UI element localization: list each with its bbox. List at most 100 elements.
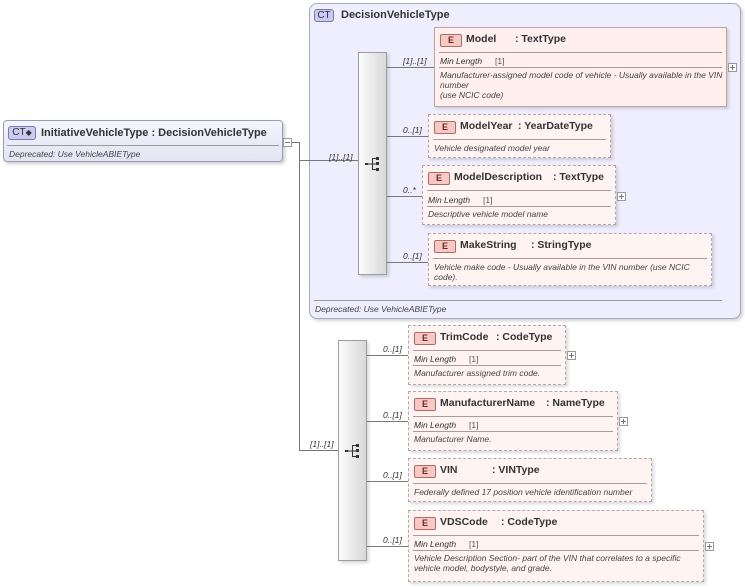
base-sequence-compositor[interactable] [358,52,387,275]
facet-label: Min Length [440,56,483,66]
element-divider [439,52,722,53]
expand-toggle[interactable] [617,192,626,201]
base-type-title: DecisionVehicleType [341,9,450,21]
element-type: : YearDateType [518,120,593,132]
extension-sequence-cardinality: [1]..[1] [310,439,334,449]
element-documentation: Vehicle designated model year [434,143,550,153]
element-divider [413,365,561,366]
element-divider [413,535,699,536]
expand-toggle[interactable] [619,417,628,426]
element-icon: E [414,398,436,411]
element-type: : StringType [531,239,592,251]
facet-value: [1] [469,539,479,549]
element-icon: E [440,34,462,47]
expand-toggle[interactable] [567,351,576,360]
base-documentation: Deprecated: Use VehicleABIEType [315,304,447,314]
connector-line [387,136,428,137]
element-vdscode[interactable]: E VDSCode : CodeType Min Length [1] Vehi… [408,510,704,582]
root-documentation: Deprecated: Use VehicleABIEType [9,149,141,159]
element-divider [413,550,699,551]
connector-line [387,262,428,263]
root-divider [7,145,279,146]
element-icon: E [414,465,436,478]
element-modelyear[interactable]: E ModelYear : YearDateType Vehicle desig… [428,114,611,158]
element-documentation: Vehicle make code - Usually available in… [434,262,690,282]
element-documentation: Manufacturer assigned trim code. [414,368,541,378]
element-icon: E [428,172,450,185]
element-makestring[interactable]: E MakeString : StringType Vehicle make c… [428,233,712,286]
element-icon: E [414,332,436,345]
element-name: ModelDescription [454,171,543,183]
element-type: : NameType [546,397,605,409]
connector-line [367,481,408,482]
facet-value: [1] [469,420,479,430]
element-name: VIN [440,464,458,476]
connector-line [292,142,299,143]
element-documentation: Vehicle Description Section- part of the… [414,553,681,573]
expand-toggle[interactable] [728,63,737,72]
element-type: : VINType [492,464,540,476]
element-divider [413,483,647,484]
element-model[interactable]: E Model : TextType Min Length [1] Manufa… [434,27,727,107]
element-documentation: Federally defined 17 position vehicle id… [414,487,633,497]
element-name: ModelYear [460,120,513,132]
element-cardinality: 0..[1] [403,125,422,135]
element-documentation: Manufacturer Name. [414,434,492,444]
facet-label: Min Length [428,195,471,205]
element-icon: E [434,121,456,134]
element-icon: E [434,240,456,253]
complex-type-icon: CT [314,9,334,22]
base-doc-divider [314,300,722,301]
sequence-icon [365,157,379,171]
element-trimcode[interactable]: E TrimCode : CodeType Min Length [1] Man… [408,325,566,385]
complex-type-icon: CT◆ [8,126,36,140]
element-type: : TextType [553,171,604,183]
base-sequence-cardinality: [1]..[1] [329,152,353,162]
sequence-icon [345,444,359,458]
root-type-title: InitiativeVehicleType : DecisionVehicleT… [41,127,267,139]
element-divider [433,258,707,259]
element-divider [433,139,606,140]
element-name: ManufacturerName [440,397,536,409]
element-type: : CodeType [501,516,558,528]
facet-label: Min Length [414,420,457,430]
element-vin[interactable]: E VIN : VINType Federally defined 17 pos… [408,458,652,502]
collapse-root-toggle[interactable] [283,138,292,147]
facet-value: [1] [495,56,505,66]
connector-line [367,546,408,547]
connector-line [299,450,338,451]
element-icon: E [414,517,436,530]
facet-label: Min Length [414,539,457,549]
connector-line [299,160,309,161]
element-name: TrimCode [440,331,489,343]
element-name: VDSCode [440,516,488,528]
element-divider [413,350,561,351]
element-name: MakeString [460,239,517,251]
element-name: Model [466,33,497,45]
element-cardinality: 0..[1] [383,344,402,354]
element-cardinality: 0..[1] [383,470,402,480]
expand-toggle[interactable] [705,542,714,551]
element-divider [413,431,613,432]
facet-label: Min Length [414,354,457,364]
root-complex-type-node[interactable]: CT◆ InitiativeVehicleType : DecisionVehi… [3,120,283,162]
element-cardinality: 0..* [403,185,416,195]
element-type: : CodeType [496,331,553,343]
element-divider [439,67,722,68]
element-manufacturername[interactable]: E ManufacturerName : NameType Min Length… [408,391,618,451]
connector-line [387,67,434,68]
element-cardinality: 0..[1] [403,251,422,261]
facet-value: [1] [469,354,479,364]
connector-line [367,421,408,422]
element-divider [427,190,611,191]
element-documentation: Descriptive vehicle model name [428,209,548,219]
connector-line [367,355,408,356]
connector-line [309,160,359,161]
element-type: : TextType [515,33,566,45]
element-modeldescription[interactable]: E ModelDescription : TextType Min Length… [422,165,616,225]
element-cardinality: 0..[1] [383,410,402,420]
facet-value: [1] [483,195,493,205]
element-divider [413,416,613,417]
extension-sequence-compositor[interactable] [338,340,367,561]
element-cardinality: 0..[1] [383,535,402,545]
